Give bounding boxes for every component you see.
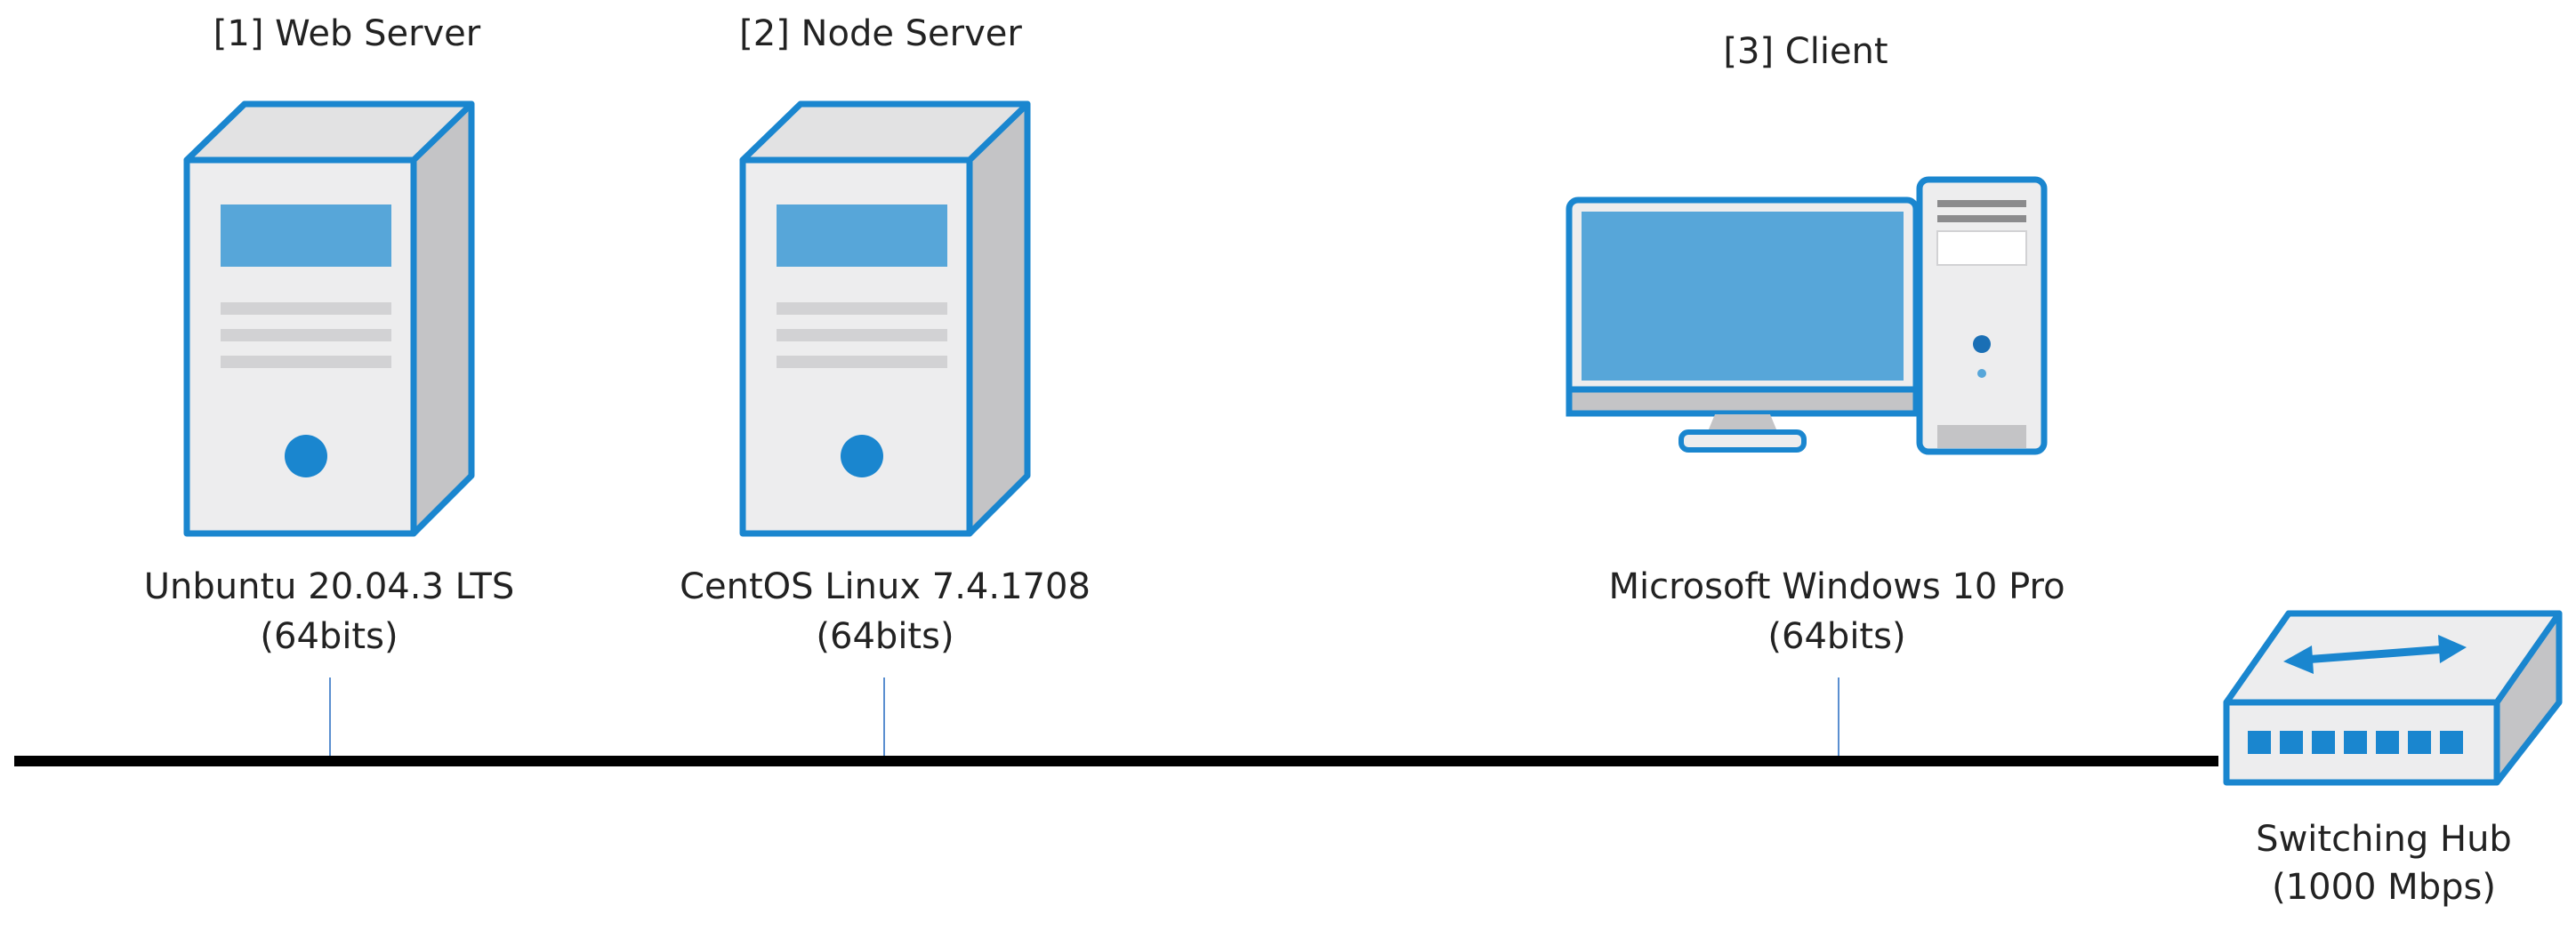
web-server-connector — [329, 677, 331, 763]
switching-hub-icon — [2223, 610, 2563, 786]
web-server-os-label: Unbuntu 20.04.3 LTS — [143, 566, 515, 607]
network-bus-line — [14, 756, 2218, 766]
client-title: [3] Client — [1723, 31, 1888, 72]
node-server-title: [2] Node Server — [739, 13, 1022, 54]
server-tower-icon — [739, 100, 1031, 537]
web-server-title: [1] Web Server — [213, 13, 481, 54]
node-server-connector — [883, 677, 885, 763]
web-server-arch-label: (64bits) — [260, 616, 398, 657]
client-connector — [1838, 677, 1839, 763]
server-tower-icon — [183, 100, 475, 537]
desktop-computer-icon — [1566, 176, 2048, 455]
node-server-os-label: CentOS Linux 7.4.1708 — [680, 566, 1091, 607]
node-server-arch-label: (64bits) — [816, 616, 954, 657]
hub-speed-label: (1000 Mbps) — [2272, 867, 2496, 908]
client-os-label: Microsoft Windows 10 Pro — [1608, 566, 2065, 607]
client-arch-label: (64bits) — [1767, 616, 1906, 657]
hub-name-label: Switching Hub — [2256, 819, 2512, 860]
